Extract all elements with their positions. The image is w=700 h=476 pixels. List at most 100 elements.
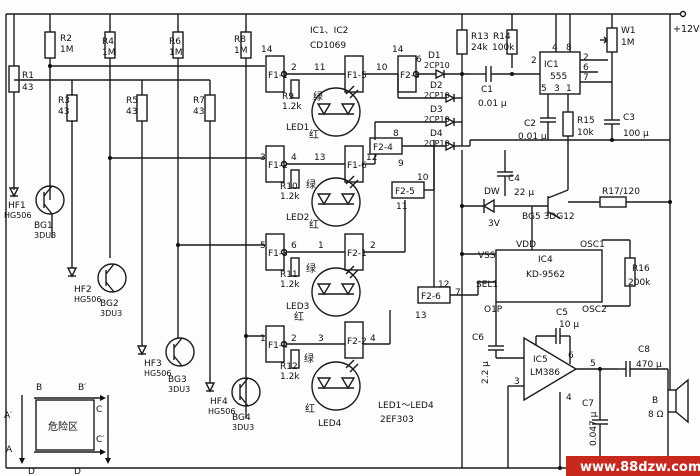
svg-text:R5: R5: [126, 96, 138, 106]
svg-text:3DU3: 3DU3: [168, 385, 190, 394]
capacitor-C7: C70.047 μ: [582, 369, 608, 468]
svg-text:1: 1: [260, 334, 266, 344]
svg-text:2CP10: 2CP10: [424, 115, 450, 124]
svg-text:F1-6: F1-6: [347, 161, 367, 171]
svg-text:R3: R3: [58, 96, 70, 106]
svg-text:IC4: IC4: [538, 255, 553, 265]
led-note-range: LED1～LED4: [378, 401, 434, 411]
svg-text:红: 红: [294, 310, 304, 323]
led-4: 绿红 LED4: [304, 352, 361, 429]
svg-text:LED4: LED4: [318, 419, 342, 429]
svg-text:红: 红: [309, 218, 319, 231]
svg-text:绿: 绿: [306, 178, 316, 191]
svg-text:绿: 绿: [306, 262, 316, 275]
svg-text:R10: R10: [280, 182, 298, 192]
svg-text:O1P: O1P: [484, 305, 503, 315]
svg-text:43: 43: [58, 107, 69, 117]
svg-text:D2: D2: [430, 81, 443, 91]
svg-text:R11: R11: [280, 270, 298, 280]
svg-text:3: 3: [514, 377, 520, 387]
svg-text:HF2: HF2: [74, 285, 92, 295]
svg-text:R15: R15: [577, 116, 595, 126]
svg-text:5: 5: [260, 241, 266, 251]
resistor-R17: R17/120: [568, 187, 670, 208]
svg-text:2: 2: [291, 334, 297, 344]
svg-text:D3: D3: [430, 105, 443, 115]
svg-text:绿: 绿: [313, 90, 323, 103]
svg-text:C2: C2: [524, 119, 536, 129]
svg-text:3DU3: 3DU3: [232, 423, 254, 432]
svg-text:F2-3: F2-3: [400, 71, 420, 81]
svg-text:R1: R1: [22, 71, 34, 81]
svg-text:2CP10: 2CP10: [424, 61, 450, 70]
svg-text:A: A: [6, 445, 13, 455]
gate-F1-3: F1-3: [265, 233, 288, 271]
svg-text:43: 43: [126, 107, 137, 117]
svg-text:2: 2: [291, 63, 297, 73]
svg-text:2.2 μ: 2.2 μ: [481, 361, 491, 384]
svg-text:HG506: HG506: [144, 369, 171, 378]
resistor-R9: R91.2k: [282, 79, 302, 112]
svg-text:3V: 3V: [488, 219, 501, 229]
svg-text:BG5 3DG12: BG5 3DG12: [522, 212, 575, 222]
svg-text:1M: 1M: [60, 45, 74, 55]
svg-text:绿: 绿: [304, 352, 314, 365]
svg-text:F2-6: F2-6: [421, 292, 441, 302]
svg-text:D: D: [74, 467, 81, 476]
svg-text:1M: 1M: [169, 48, 183, 58]
svg-text:C6: C6: [472, 333, 484, 343]
svg-text:危险区: 危险区: [48, 420, 78, 433]
svg-text:HF1: HF1: [8, 201, 26, 211]
svg-text:6: 6: [416, 55, 422, 65]
svg-text:200k: 200k: [628, 278, 651, 288]
svg-text:14: 14: [392, 45, 404, 55]
led-3: 绿红 LED3: [286, 262, 361, 323]
supply-terminal: [679, 10, 687, 18]
gate-F2-4: F2-489: [369, 129, 404, 169]
svg-text:4: 4: [552, 43, 558, 53]
svg-text:555: 555: [550, 72, 567, 82]
svg-text:D1: D1: [428, 51, 441, 61]
svg-text:C3: C3: [623, 113, 635, 123]
svg-text:R12: R12: [280, 362, 298, 372]
svg-text:1.2k: 1.2k: [280, 192, 300, 202]
svg-text:2: 2: [583, 53, 589, 63]
gate-F1-2: F1-2: [265, 145, 288, 183]
svg-text:5: 5: [541, 84, 547, 94]
svg-text:LM386: LM386: [530, 368, 560, 378]
svg-text:HG506: HG506: [74, 295, 101, 304]
svg-text:C4: C4: [508, 174, 520, 184]
svg-text:BG2: BG2: [100, 299, 119, 309]
svg-text:F2-5: F2-5: [395, 187, 415, 197]
svg-text:F1-5: F1-5: [347, 71, 367, 81]
transistor-BG5: BG5 3DG12: [522, 189, 575, 222]
svg-text:R6: R6: [169, 37, 181, 47]
capacitor-C6: C6 2.2 μ: [472, 302, 524, 384]
svg-text:R14: R14: [493, 32, 511, 42]
svg-text:10 μ: 10 μ: [559, 320, 579, 330]
svg-text:D4: D4: [430, 129, 443, 139]
svg-text:HG506: HG506: [4, 211, 31, 220]
svg-text:6: 6: [291, 241, 297, 251]
svg-text:470 μ: 470 μ: [636, 360, 662, 370]
svg-text:红: 红: [309, 128, 319, 141]
svg-text:1: 1: [318, 241, 324, 251]
svg-text:F1-1: F1-1: [268, 71, 288, 81]
svg-text:B: B: [652, 396, 658, 406]
svg-text:8: 8: [393, 129, 399, 139]
svg-text:D′: D′: [28, 467, 37, 476]
